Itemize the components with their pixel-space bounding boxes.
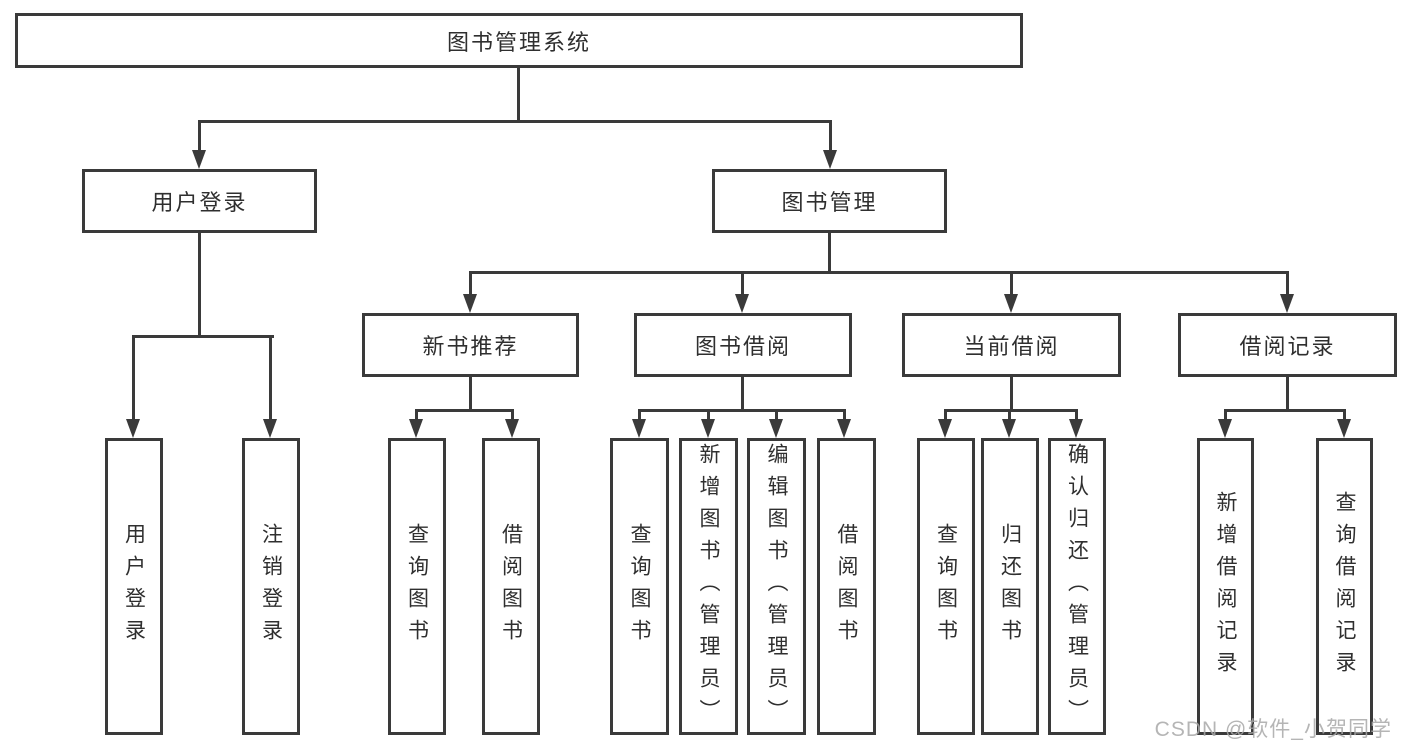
connector-current-borrow-stem <box>1010 377 1013 411</box>
arrowhead-book-mgmt <box>823 150 837 169</box>
connector-new-book-rail <box>415 409 514 412</box>
leaf-borrow-books: 借阅图书 <box>817 438 876 735</box>
arrowhead-leaf-logout <box>263 419 277 438</box>
leaf-query-books-recommend: 查询图书 <box>388 438 446 735</box>
connector-leaf-stem <box>415 409 418 421</box>
arrowhead-leaf <box>938 419 952 438</box>
connector-user-login-stem <box>198 233 201 336</box>
leaf-add-borrow-record: 新增借阅记录 <box>1197 438 1254 735</box>
connector-leaf-stem <box>511 409 514 421</box>
connector-leaf-stem <box>1075 409 1078 421</box>
connector-to-book-borrow <box>741 271 744 294</box>
connector-root-stem <box>517 68 520 120</box>
connector-leaf-stem <box>1343 409 1346 421</box>
arrowhead-leaf <box>837 419 851 438</box>
arrowhead-leaf <box>1218 419 1232 438</box>
connector-root-rail <box>198 120 832 123</box>
leaf-edit-books-admin: 编辑图书（管理员） <box>747 438 806 735</box>
arrowhead-leaf <box>769 419 783 438</box>
connector-borrow-records-rail <box>1224 409 1345 412</box>
arrowhead-leaf <box>1069 419 1083 438</box>
connector-book-mgmt-stem <box>828 233 831 273</box>
connector-leaf-stem <box>944 409 947 421</box>
leaf-query-borrow-record: 查询借阅记录 <box>1316 438 1373 735</box>
leaf-add-books-admin: 新增图书（管理员） <box>679 438 738 735</box>
arrowhead-leaf <box>701 419 715 438</box>
connector-to-borrow-records <box>1286 271 1289 294</box>
arrowhead-book-borrow <box>735 294 749 313</box>
leaf-query-books-current: 查询图书 <box>917 438 975 735</box>
leaf-confirm-return-admin: 确认归还（管理员） <box>1048 438 1106 735</box>
connector-leaf-stem <box>843 409 846 421</box>
connector-leaf-stem <box>707 409 710 421</box>
connector-book-borrow-stem <box>741 377 744 411</box>
leaf-user-login: 用户登录 <box>105 438 163 735</box>
connector-user-login-rail <box>132 335 274 338</box>
node-borrow-records: 借阅记录 <box>1178 313 1397 377</box>
node-current-borrow: 当前借阅 <box>902 313 1121 377</box>
arrowhead-leaf-login <box>126 419 140 438</box>
connector-current-borrow-rail <box>944 409 1078 412</box>
leaf-borrow-books-recommend: 借阅图书 <box>482 438 540 735</box>
connector-to-current-borrow <box>1010 271 1013 294</box>
csdn-watermark: CSDN @软件_小贺同学 <box>1154 718 1392 741</box>
connector-new-book-stem <box>469 377 472 411</box>
leaf-return-books: 归还图书 <box>981 438 1039 735</box>
node-user-login: 用户登录 <box>82 169 317 233</box>
arrowhead-borrow-records <box>1280 294 1294 313</box>
connector-to-leaf-logout <box>269 335 272 420</box>
arrowhead-leaf <box>409 419 423 438</box>
node-new-book-recommend: 新书推荐 <box>362 313 579 377</box>
connector-leaf-stem <box>638 409 641 421</box>
arrowhead-leaf <box>1337 419 1351 438</box>
arrowhead-new-book <box>463 294 477 313</box>
node-book-management-system: 图书管理系统 <box>15 13 1023 68</box>
connector-to-user-login <box>198 120 201 151</box>
connector-leaf-stem <box>1008 409 1011 421</box>
leaf-query-books-borrow: 查询图书 <box>610 438 669 735</box>
connector-book-borrow-rail <box>638 409 846 412</box>
leaf-logout: 注销登录 <box>242 438 300 735</box>
connector-leaf-stem <box>775 409 778 421</box>
node-book-borrow: 图书借阅 <box>634 313 852 377</box>
connector-to-leaf-login <box>132 335 135 420</box>
connector-to-book-mgmt <box>829 120 832 151</box>
arrowhead-leaf <box>505 419 519 438</box>
connector-borrow-records-stem <box>1286 377 1289 411</box>
arrowhead-user-login <box>192 150 206 169</box>
arrowhead-leaf <box>632 419 646 438</box>
connector-to-new-book <box>469 271 472 294</box>
node-book-mgmt: 图书管理 <box>712 169 947 233</box>
connector-book-mgmt-rail <box>469 271 1289 274</box>
arrowhead-leaf <box>1002 419 1016 438</box>
arrowhead-current-borrow <box>1004 294 1018 313</box>
connector-leaf-stem <box>1224 409 1227 421</box>
